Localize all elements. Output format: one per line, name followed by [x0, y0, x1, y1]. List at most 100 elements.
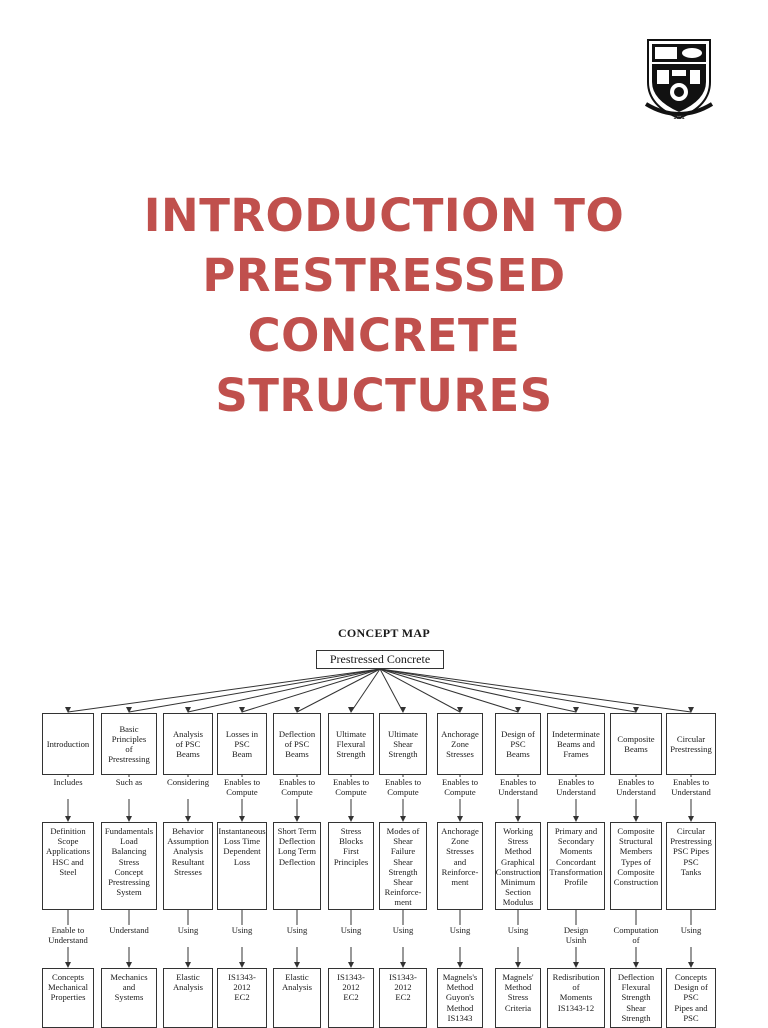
- root-connector-1: [67, 668, 381, 713]
- concept-link2-5: Using: [273, 925, 321, 947]
- concept-bottom-8: Magnels's Method Guyon's Method IS1343: [437, 968, 483, 1028]
- down-arrow: [126, 962, 132, 968]
- down-arrow: [457, 816, 463, 822]
- down-arrow: [239, 962, 245, 968]
- concept-link2-12: Using: [666, 925, 716, 947]
- down-arrow: [126, 816, 132, 822]
- down-arrow: [633, 816, 639, 822]
- concept-link1-9: Enables to Understand: [495, 777, 541, 799]
- concept-link1-12: Enables to Understand: [666, 777, 716, 799]
- root-arrow-10: [573, 707, 579, 713]
- concept-link2-11: Computation of: [610, 925, 662, 947]
- concept-detail-12: Circular Prestressing PSC Pipes PSC Tank…: [666, 822, 716, 910]
- concept-detail-1: Definition Scope Applications HSC and St…: [42, 822, 94, 910]
- concept-bottom-1: Concepts Mechanical Properties: [42, 968, 94, 1028]
- concept-link1-4: Enables to Compute: [217, 777, 267, 799]
- concept-link1-10: Enables to Understand: [547, 777, 605, 799]
- concept-detail-5: Short Term Deflection Long Term Deflecti…: [273, 822, 321, 910]
- concept-link1-5: Enables to Compute: [273, 777, 321, 799]
- root-connector-2: [128, 668, 381, 713]
- down-arrow: [65, 816, 71, 822]
- title-line-1: INTRODUCTION TO: [143, 189, 625, 242]
- crest-year: 1951: [673, 115, 685, 121]
- concept-topic-7: Ultimate Shear Strength: [379, 713, 427, 775]
- root-connector-12: [379, 668, 692, 713]
- concept-link2-9: Using: [495, 925, 541, 947]
- root-arrow-4: [239, 707, 245, 713]
- concept-link2-7: Using: [379, 925, 427, 947]
- root-arrow-1: [65, 707, 71, 713]
- root-connector-8: [379, 668, 461, 713]
- root-connector-10: [379, 668, 577, 713]
- down-arrow: [239, 816, 245, 822]
- root-connector-6: [350, 668, 381, 713]
- down-arrow: [65, 962, 71, 968]
- concept-link1-7: Enables to Compute: [379, 777, 427, 799]
- down-arrow: [633, 962, 639, 968]
- concept-topic-4: Losses in PSC Beam: [217, 713, 267, 775]
- concept-link2-3: Using: [163, 925, 213, 947]
- concept-detail-10: Primary and Secondary Moments Concordant…: [547, 822, 605, 910]
- concept-topic-11: Composite Beams: [610, 713, 662, 775]
- concept-link1-8: Enables to Compute: [437, 777, 483, 799]
- concept-bottom-11: Deflection Flexural Strength Shear Stren…: [610, 968, 662, 1028]
- root-arrow-12: [688, 707, 694, 713]
- down-arrow: [348, 962, 354, 968]
- down-arrow: [294, 816, 300, 822]
- down-arrow: [294, 962, 300, 968]
- concept-bottom-12: Concepts Design of PSC Pipes and PSC: [666, 968, 716, 1028]
- down-arrow: [688, 816, 694, 822]
- page-title: INTRODUCTION TO PRESTRESSED CONCRETE STR…: [60, 186, 708, 426]
- concept-map-heading: CONCEPT MAP: [337, 626, 431, 640]
- concept-link2-10: Design Usinh: [547, 925, 605, 947]
- concept-bottom-4: IS1343- 2012 EC2: [217, 968, 267, 1028]
- concept-topic-1: Introduction: [42, 713, 94, 775]
- title-line-3: STRUCTURES: [215, 369, 553, 422]
- down-arrow: [573, 962, 579, 968]
- concept-bottom-10: Redisribution of Moments IS1343-12: [547, 968, 605, 1028]
- root-arrow-2: [126, 707, 132, 713]
- concept-link2-8: Using: [437, 925, 483, 947]
- down-arrow: [400, 816, 406, 822]
- concept-topic-9: Design of PSC Beams: [495, 713, 541, 775]
- concept-link2-2: Understand: [101, 925, 157, 947]
- root-connector-3: [187, 668, 381, 713]
- concept-link2-6: Using: [328, 925, 374, 947]
- concept-topic-2: Basic Principles of Prestressing: [101, 713, 157, 775]
- concept-bottom-2: Mechanics and Systems: [101, 968, 157, 1028]
- root-connector-11: [379, 668, 637, 713]
- concept-link2-4: Using: [217, 925, 267, 947]
- concept-map-root: Prestressed Concrete: [316, 650, 444, 669]
- down-arrow: [688, 962, 694, 968]
- concept-bottom-7: IS1343- 2012 EC2: [379, 968, 427, 1028]
- concept-detail-9: Working Stress Method Graphical Construc…: [495, 822, 541, 910]
- root-connector-7: [379, 668, 404, 713]
- down-arrow: [457, 962, 463, 968]
- concept-detail-11: Composite Structural Members Types of Co…: [610, 822, 662, 910]
- concept-detail-3: Behavior Assumption Analysis Resultant S…: [163, 822, 213, 910]
- concept-detail-8: Anchorage Zone Stresses and Reinforce- m…: [437, 822, 483, 910]
- root-arrow-9: [515, 707, 521, 713]
- root-arrow-5: [294, 707, 300, 713]
- root-arrow-11: [633, 707, 639, 713]
- concept-topic-5: Deflection of PSC Beams: [273, 713, 321, 775]
- institution-crest-icon: [644, 39, 714, 120]
- root-arrow-3: [185, 707, 191, 713]
- down-arrow: [185, 962, 191, 968]
- root-connector-9: [379, 668, 519, 713]
- concept-detail-6: Stress Blocks First Principles: [328, 822, 374, 910]
- concept-link1-3: Considering: [163, 777, 213, 799]
- concept-topic-6: Ultimate Flexural Strength: [328, 713, 374, 775]
- concept-topic-8: Anchorage Zone Stresses: [437, 713, 483, 775]
- concept-topic-12: Circular Prestressing: [666, 713, 716, 775]
- down-arrow: [400, 962, 406, 968]
- concept-bottom-5: Elastic Analysis: [273, 968, 321, 1028]
- root-arrow-8: [457, 707, 463, 713]
- concept-topic-10: Indeterminate Beams and Frames: [547, 713, 605, 775]
- concept-bottom-9: Magnels' Method Stress Criteria: [495, 968, 541, 1028]
- root-arrow-6: [348, 707, 354, 713]
- concept-topic-3: Analysis of PSC Beams: [163, 713, 213, 775]
- root-connector-4: [241, 668, 381, 713]
- down-arrow: [515, 962, 521, 968]
